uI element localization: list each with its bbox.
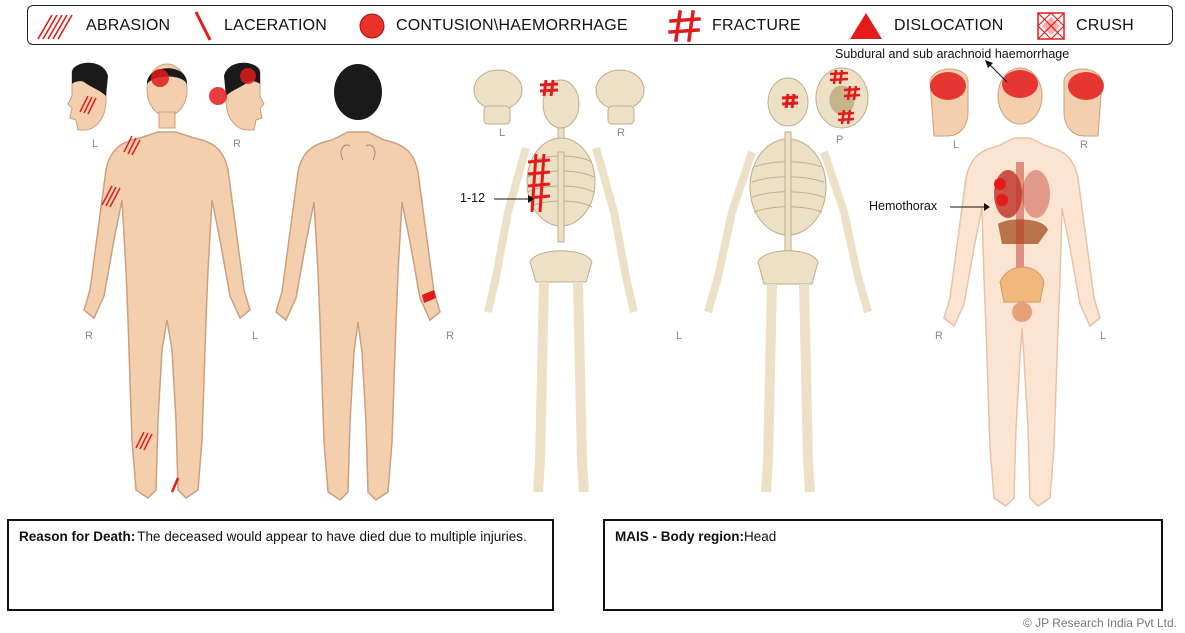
back-body-label: R [446,330,454,342]
skull-left-view [473,69,523,125]
front-body-figure [83,131,251,499]
legend-label-laceration: LACERATION [224,17,328,34]
ribs-annotation: 1-12 [460,191,486,205]
reason-for-death-box: Reason for Death: The deceased would app… [7,519,554,611]
brain-left-label: L [953,139,960,151]
reason-text: The deceased would appear to have died d… [137,529,527,544]
injury-legend: ABRASION LACERATION CONTUSION\HAEMORRHAG… [27,5,1173,45]
mais-label: MAIS - Body region: [615,529,744,544]
copyright-text: © JP Research India Pvt Ltd. [1022,616,1177,630]
hemothorax-mark-2 [996,194,1008,206]
legend-label-contusion: CONTUSION\HAEMORRHAGE [396,17,628,34]
shoulder-blade-right [365,144,376,161]
fracture-mark-skull-base [829,69,861,125]
back-body-figure [275,131,441,501]
front-body-label: R [85,330,93,342]
thorax-annotation: Hemothorax [869,199,938,213]
legend-item-laceration: LACERATION [192,6,327,46]
reason-label: Reason for Death: [19,529,136,544]
fracture-icon [668,10,701,42]
abrasion-mark-leg [135,431,153,451]
front-body-label-2: L [252,330,259,342]
dislocation-icon [850,13,882,39]
contusion-mark [151,68,256,105]
laceration-icon [194,11,212,41]
ribs-arrow-icon [494,195,534,203]
legend-item-contusion: CONTUSION\HAEMORRHAGE [358,6,628,46]
back-head [334,64,382,120]
skel-back-label: L [676,330,683,342]
front-skeleton [484,79,638,493]
thorax-arrow-icon [950,203,990,211]
brain-arrow-icon [985,60,1008,83]
back-skeleton-diagram [704,67,872,493]
brain-right-view [1063,68,1104,137]
abrasion-mark-arm [101,185,121,208]
legend-label-abrasion: ABRASION [86,17,171,34]
crush-icon [1037,12,1065,40]
skull-top-label: P [836,134,844,146]
contusion-icon [359,13,385,39]
injury-marks-front [79,68,256,493]
abrasion-mark [79,95,97,115]
internal-organs-diagram [929,67,1104,507]
laceration-mark [170,477,180,493]
mais-text: Head [744,529,777,544]
abrasion-mark-shoulder [123,135,141,156]
back-hand-abrasion-mark [422,290,436,303]
head-right-label: R [233,138,241,150]
legend-item-crush: CRUSH [1036,6,1134,46]
fracture-mark-skull-back [781,93,799,109]
legend-item-abrasion: ABRASION [34,6,170,46]
abrasion-icon [37,14,73,40]
shoulder-blade-left [340,144,351,161]
organs-left-label: R [935,330,943,342]
brain-left-view [929,68,969,137]
skull-right-view [595,69,645,125]
brain-right-label: R [1080,139,1088,151]
back-body-diagram [275,64,441,501]
front-body-diagram [67,62,265,499]
head-left-label: L [92,138,99,150]
legend-item-fracture: FRACTURE [668,6,801,46]
back-skeleton [704,77,872,493]
legend-label-crush: CRUSH [1076,17,1134,34]
hemothorax-mark [994,178,1006,190]
organs-right-label: L [1100,330,1107,342]
legend-item-dislocation: DISLOCATION [848,6,1003,46]
mais-box: MAIS - Body region:Head [603,519,1163,611]
legend-label-fracture: FRACTURE [712,17,801,34]
front-skeleton-diagram [473,69,645,493]
fracture-mark-skull [539,79,559,97]
brain-annotation: Subdural and sub arachnoid haemorrhage [835,47,1070,61]
skel-skull-right-label: R [617,127,625,139]
brain-front-view [997,67,1043,125]
skel-skull-left-label: L [499,127,506,139]
legend-label-dislocation: DISLOCATION [894,17,1004,34]
